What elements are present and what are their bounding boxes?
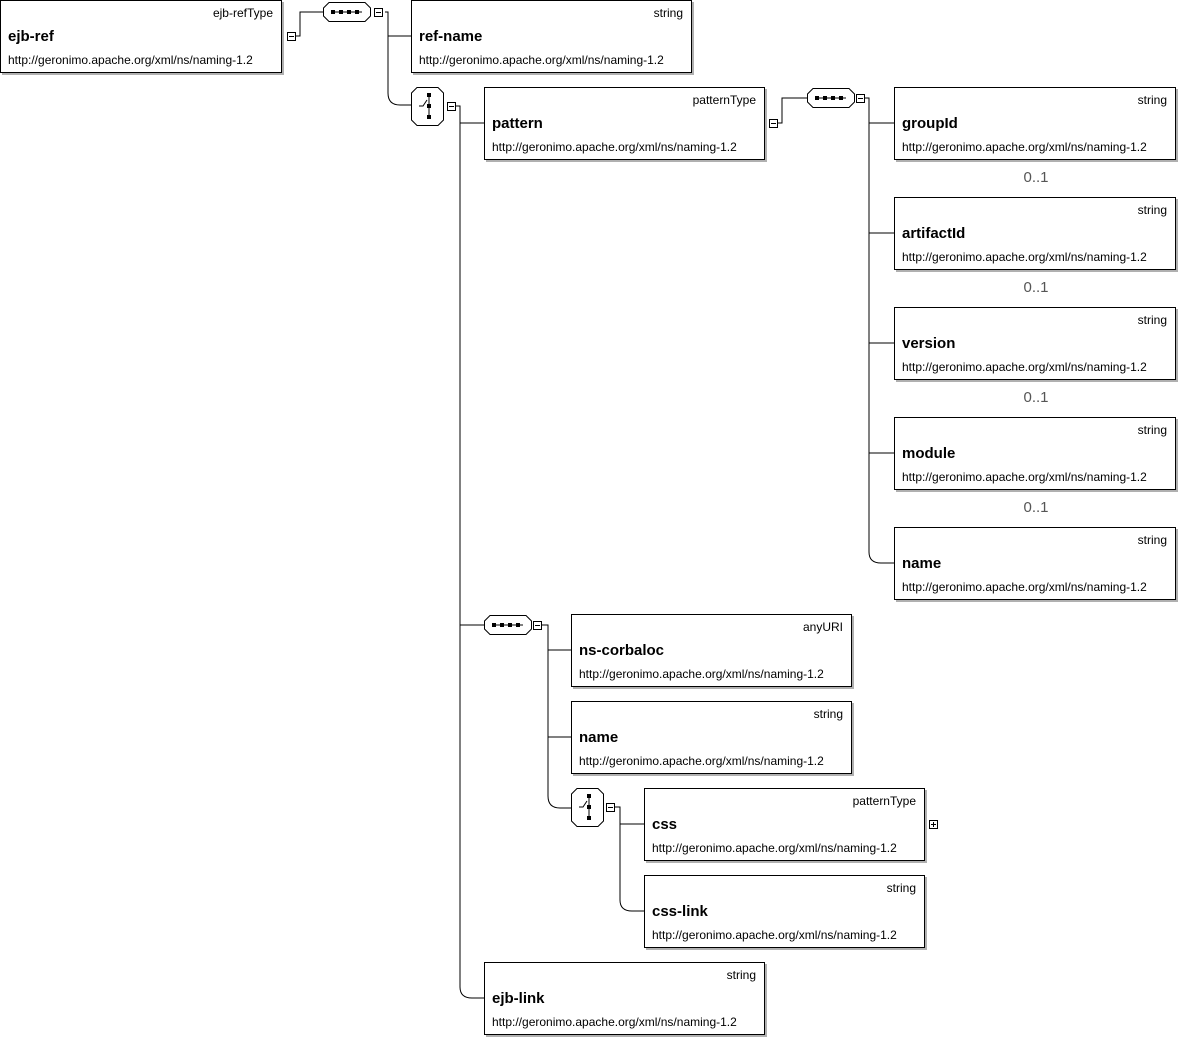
- element-name: ns-corbaloc: [579, 642, 665, 659]
- element-type: string: [1137, 313, 1167, 327]
- version-element[interactable]: string version http://geronimo.apache.or…: [894, 307, 1176, 380]
- element-type: patternType: [852, 794, 916, 808]
- css-link-element[interactable]: string css-link http://geronimo.apache.o…: [644, 875, 925, 948]
- element-namespace: http://geronimo.apache.org/xml/ns/naming…: [902, 360, 1147, 374]
- element-namespace: http://geronimo.apache.org/xml/ns/naming…: [902, 140, 1147, 154]
- choice-compositor-icon[interactable]: [411, 87, 445, 127]
- sequence-compositor-icon[interactable]: [807, 88, 855, 108]
- expand-toggle[interactable]: [929, 820, 938, 829]
- element-namespace: http://geronimo.apache.org/xml/ns/naming…: [579, 754, 824, 768]
- element-type: string: [813, 707, 843, 721]
- element-namespace: http://geronimo.apache.org/xml/ns/naming…: [902, 580, 1147, 594]
- element-type: string: [653, 6, 683, 20]
- ejb-ref-element[interactable]: ejb-refType ejb-ref http://geronimo.apac…: [0, 0, 282, 73]
- module-element[interactable]: string module http://geronimo.apache.org…: [894, 417, 1176, 490]
- name-element[interactable]: string name http://geronimo.apache.org/x…: [571, 701, 852, 774]
- element-type: string: [1137, 93, 1167, 107]
- element-type: string: [1137, 203, 1167, 217]
- ref-name-element[interactable]: string ref-name http://geronimo.apache.o…: [411, 0, 692, 73]
- element-name: css: [652, 816, 678, 833]
- element-name: module: [902, 445, 956, 462]
- element-name: artifactId: [902, 225, 966, 242]
- collapse-toggle[interactable]: [606, 803, 615, 812]
- element-type: string: [1137, 423, 1167, 437]
- occurrence-label: 0..1: [1023, 169, 1049, 186]
- element-name: name: [902, 555, 942, 572]
- element-namespace: http://geronimo.apache.org/xml/ns/naming…: [902, 470, 1147, 484]
- element-namespace: http://geronimo.apache.org/xml/ns/naming…: [492, 140, 737, 154]
- collapse-toggle[interactable]: [533, 621, 542, 630]
- collapse-toggle[interactable]: [374, 8, 383, 17]
- ejb-link-element[interactable]: string ejb-link http://geronimo.apache.o…: [484, 962, 765, 1035]
- element-name: version: [902, 335, 956, 352]
- element-name: pattern: [492, 115, 543, 132]
- element-namespace: http://geronimo.apache.org/xml/ns/naming…: [652, 841, 897, 855]
- element-name: name: [579, 729, 619, 746]
- element-type: anyURI: [802, 620, 843, 634]
- element-namespace: http://geronimo.apache.org/xml/ns/naming…: [492, 1015, 737, 1029]
- occurrence-label: 0..1: [1023, 279, 1049, 296]
- element-namespace: http://geronimo.apache.org/xml/ns/naming…: [579, 667, 824, 681]
- sequence-compositor-icon[interactable]: [323, 2, 371, 22]
- collapse-toggle[interactable]: [447, 102, 456, 111]
- element-namespace: http://geronimo.apache.org/xml/ns/naming…: [902, 250, 1147, 264]
- element-type: string: [886, 881, 916, 895]
- element-type: ejb-refType: [212, 6, 273, 20]
- collapse-toggle[interactable]: [856, 94, 865, 103]
- element-type: string: [726, 968, 756, 982]
- element-namespace: http://geronimo.apache.org/xml/ns/naming…: [8, 53, 253, 67]
- element-namespace: http://geronimo.apache.org/xml/ns/naming…: [419, 53, 664, 67]
- ns-corbaloc-element[interactable]: anyURI ns-corbaloc http://geronimo.apach…: [571, 614, 852, 687]
- element-type: patternType: [692, 93, 756, 107]
- element-namespace: http://geronimo.apache.org/xml/ns/naming…: [652, 928, 897, 942]
- element-name: groupId: [902, 115, 958, 132]
- sequence-compositor-icon[interactable]: [484, 615, 532, 635]
- collapse-toggle[interactable]: [769, 119, 778, 128]
- collapse-toggle[interactable]: [287, 32, 296, 41]
- occurrence-label: 0..1: [1023, 389, 1049, 406]
- groupid-element[interactable]: string groupId http://geronimo.apache.or…: [894, 87, 1176, 160]
- css-element[interactable]: patternType css http://geronimo.apache.o…: [644, 788, 925, 861]
- element-name: ejb-ref: [8, 28, 54, 45]
- artifactid-element[interactable]: string artifactId http://geronimo.apache…: [894, 197, 1176, 270]
- choice-compositor-icon[interactable]: [571, 788, 605, 828]
- element-name: ejb-link: [492, 990, 545, 1007]
- name-element[interactable]: string name http://geronimo.apache.org/x…: [894, 527, 1176, 600]
- element-type: string: [1137, 533, 1167, 547]
- pattern-element[interactable]: patternType pattern http://geronimo.apac…: [484, 87, 765, 160]
- element-name: ref-name: [419, 28, 483, 45]
- element-name: css-link: [652, 903, 708, 920]
- occurrence-label: 0..1: [1023, 499, 1049, 516]
